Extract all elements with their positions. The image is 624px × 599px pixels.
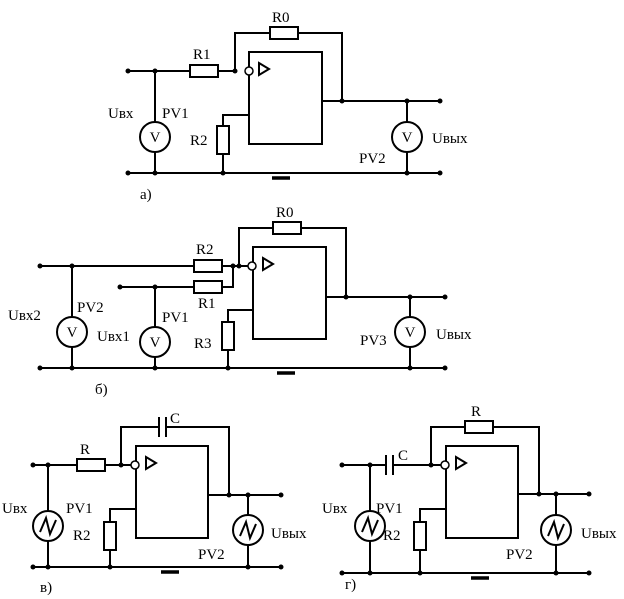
ac-wave-icon-pv2-g bbox=[547, 518, 565, 542]
label-uout-b: Uвых bbox=[436, 327, 472, 343]
resistor-r0-b bbox=[272, 221, 302, 235]
terminal-out-a bbox=[437, 98, 443, 104]
opamp-triangle-icon-b bbox=[262, 256, 275, 272]
circuit-b: V V V R0 R2 R1 R3 PV2 PV1 PV3 Uвх2 Uвх1 … bbox=[8, 205, 472, 398]
label-pv1-g: PV1 bbox=[376, 501, 403, 517]
resistor-r2-a bbox=[216, 125, 230, 155]
label-r2-g: R2 bbox=[383, 528, 401, 544]
meter-symbol-pv1-b: V bbox=[150, 335, 161, 351]
resistor-r-v bbox=[76, 458, 106, 472]
label-r3-b: R3 bbox=[194, 336, 212, 352]
circuit-g: C R R2 PV1 PV2 Uвх Uвых г) bbox=[322, 404, 617, 593]
inverting-input-g bbox=[440, 460, 450, 470]
voltmeter-pv1-a bbox=[139, 121, 171, 153]
label-r1-a: R1 bbox=[193, 47, 211, 63]
caption-g: г) bbox=[345, 577, 356, 593]
label-pv2-a: PV2 bbox=[359, 151, 386, 167]
meter-symbol-pv2-a: V bbox=[402, 130, 413, 146]
resistor-r2-g bbox=[413, 521, 427, 551]
label-r2-a: R2 bbox=[190, 133, 208, 149]
label-pv3-b: PV3 bbox=[360, 333, 387, 349]
label-r0-b: R0 bbox=[276, 205, 294, 221]
label-uout-a: Uвых bbox=[432, 131, 468, 147]
resistor-r0-a bbox=[269, 26, 299, 40]
label-uout-v: Uвых bbox=[271, 526, 307, 542]
label-pv1-a: PV1 bbox=[162, 106, 189, 122]
label-uin-a: Uвх bbox=[108, 106, 134, 122]
terminal-in-a bbox=[125, 68, 131, 74]
label-c-g: C bbox=[398, 448, 408, 464]
terminal-in-gnd-a bbox=[125, 170, 131, 176]
label-r-g: R bbox=[471, 404, 481, 420]
label-pv2-g: PV2 bbox=[506, 547, 533, 563]
label-uout-g: Uвых bbox=[581, 526, 617, 542]
meter-symbol-pv2-b: V bbox=[67, 325, 78, 341]
resistor-r2-b bbox=[193, 259, 223, 273]
inverting-input-a bbox=[244, 66, 254, 76]
caption-b: б) bbox=[95, 382, 108, 398]
label-r-v: R bbox=[80, 442, 90, 458]
resistor-r1-b bbox=[193, 280, 223, 294]
resistor-r3-b bbox=[221, 321, 235, 351]
label-uin-v: Uвх bbox=[2, 501, 28, 517]
label-pv2-v: PV2 bbox=[198, 547, 225, 563]
inverting-input-v bbox=[130, 460, 140, 470]
caption-a: а) bbox=[140, 187, 152, 203]
label-uin1-b: Uвх1 bbox=[97, 329, 130, 345]
ac-wave-icon-pv1-g bbox=[361, 514, 379, 538]
resistor-r-g bbox=[464, 420, 494, 434]
label-c-v: C bbox=[170, 411, 180, 427]
label-r2-v: R2 bbox=[73, 528, 91, 544]
label-pv1-v: PV1 bbox=[66, 501, 93, 517]
circuit-a: V V R0 R1 R2 PV1 PV2 Uвх Uвых а) bbox=[108, 10, 468, 203]
meter-symbol-pv1-a: V bbox=[150, 130, 161, 146]
resistor-r2-v bbox=[103, 521, 117, 551]
meter-symbol-pv3-b: V bbox=[405, 325, 416, 341]
circuit-v: C R R2 PV1 PV2 Uвх Uвых в) bbox=[2, 411, 307, 596]
label-r1-b: R1 bbox=[198, 296, 216, 312]
label-uin2-b: Uвх2 bbox=[8, 308, 41, 324]
voltmeter-pv2-b bbox=[56, 316, 88, 348]
voltmeter-pv3-b bbox=[394, 316, 426, 348]
label-r2-b: R2 bbox=[196, 242, 214, 258]
opamp-triangle-icon-g bbox=[455, 455, 468, 471]
ac-wave-icon-pv1-v bbox=[39, 514, 57, 538]
opamp-triangle-icon-v bbox=[145, 455, 158, 471]
opamp-triangle-icon-a bbox=[258, 61, 271, 77]
voltmeter-pv2-a bbox=[391, 121, 423, 153]
voltmeter-pv1-b bbox=[139, 326, 171, 358]
label-pv2-b: PV2 bbox=[77, 300, 104, 316]
terminal-out-gnd-a bbox=[437, 170, 443, 176]
ac-wave-icon-pv2-v bbox=[239, 518, 257, 542]
label-r0-a: R0 bbox=[272, 10, 290, 26]
label-uin-g: Uвх bbox=[322, 501, 348, 517]
label-pv1-b: PV1 bbox=[162, 310, 189, 326]
inverting-input-b bbox=[247, 261, 257, 271]
resistor-r1-a bbox=[189, 64, 219, 78]
caption-v: в) bbox=[40, 580, 52, 596]
